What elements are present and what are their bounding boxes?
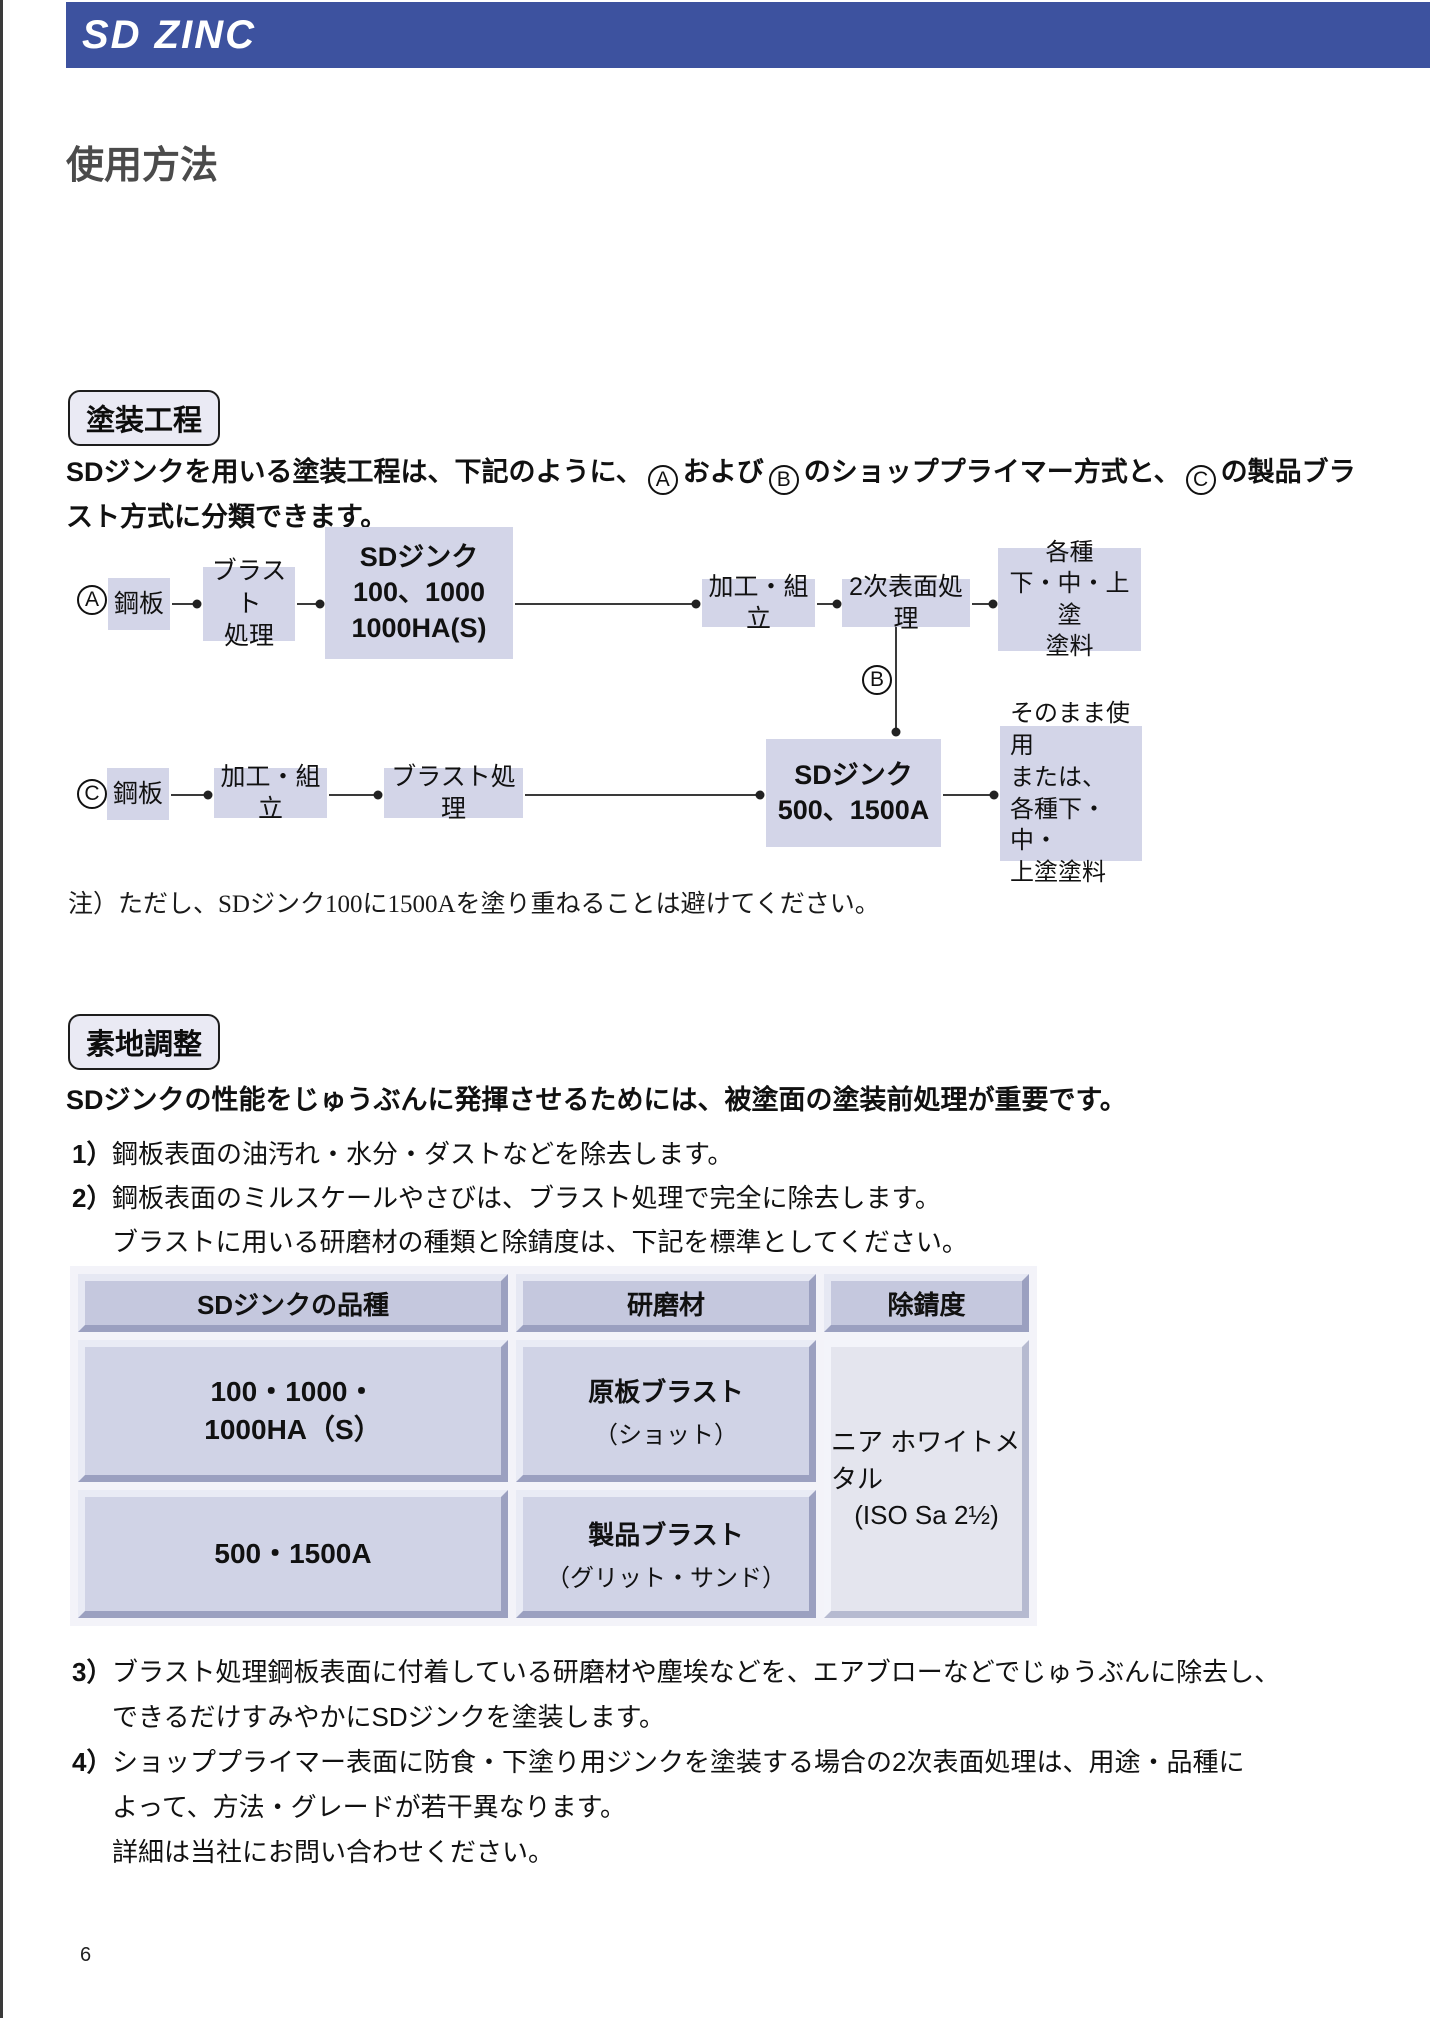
intro-text-1: SDジンクを用いる塗装工程は、下記のように、	[66, 457, 643, 487]
section-label: 素地調整	[86, 1029, 203, 1061]
flow-c-box-sdzinc: SDジンク 500、1500A	[766, 739, 941, 847]
table-cell-abrasive-row1: 原板ブラスト （ショット）	[516, 1340, 816, 1482]
flow-c-box-use-asis: そのまま使用 または、 各種下・中・ 上塗塗料	[1000, 700, 1142, 886]
table-cell-abrasive-row2: 製品ブラスト （グリット・サンド）	[516, 1490, 816, 1618]
flow-a-box-secondary-treatment: 2次表面処理	[842, 573, 970, 633]
surface-prep-lead: SDジンクの性能をじゅうぶんに発揮させるためには、被塗面の塗装前処理が重要です。	[66, 1085, 1127, 1115]
flow-a-box-fabrication: 加工・組立	[702, 573, 815, 633]
page-left-border	[0, 0, 3, 2018]
header-banner: SD ZINC	[66, 2, 1430, 68]
list-item-4-cont2: 詳細は当社にお問い合わせください。	[112, 1837, 555, 1867]
blast-standard-table: SDジンクの品種 研磨材 除錆度 100・1000・ 1000HA（S） 原板ブ…	[70, 1266, 1037, 1626]
brand-logo: SD ZINC	[82, 12, 256, 57]
flow-a-box-sdzinc: SDジンク 100、1000 1000HA(S)	[325, 527, 513, 659]
circled-b-inline: B	[768, 465, 799, 495]
list-item-1: 1） 鋼板表面の油汚れ・水分・ダストなどを除去します。	[72, 1139, 734, 1169]
page-number: 6	[80, 1944, 92, 1966]
table-cell-variety-row2: 500・1500A	[78, 1490, 508, 1618]
flow-a-box-blast: ブラスト 処理	[203, 557, 295, 650]
flow-b-badge: B	[862, 665, 892, 695]
section-label: 塗装工程	[86, 405, 203, 437]
table-header-rust-grade: 除錆度	[824, 1274, 1029, 1332]
intro-text-3: のショッププライマー方式と、	[803, 457, 1181, 487]
intro-text-2: および	[682, 457, 764, 487]
flow-a-badge: A	[77, 585, 107, 615]
flow-a-box-topcoat: 各種 下・中・上塗 塗料	[998, 539, 1141, 660]
flow-c-badge: C	[77, 779, 107, 809]
list-item-2: 2） 鋼板表面のミルスケールやさびは、ブラスト処理で完全に除去します。	[72, 1183, 941, 1213]
flow-c-box-fabrication: 加工・組立	[214, 763, 327, 823]
section-chip-surface-prep: 素地調整	[68, 1014, 221, 1070]
circled-c-inline: C	[1185, 465, 1216, 495]
table-header-abrasive: 研磨材	[516, 1274, 816, 1332]
table-cell-variety-row1: 100・1000・ 1000HA（S）	[78, 1340, 508, 1482]
list-item-4: 4） ショッププライマー表面に防食・下塗り用ジンクを塗装する場合の2次表面処理は…	[72, 1747, 1245, 1777]
list-item-3: 3） ブラスト処理鋼板表面に付着している研磨材や塵埃などを、エアブローなどでじゅ…	[72, 1657, 1281, 1687]
table-header-variety: SDジンクの品種	[78, 1274, 508, 1332]
page-title: 使用方法	[66, 145, 219, 187]
circled-a-inline: A	[647, 465, 678, 495]
flow-c-box-blast: ブラスト処理	[384, 763, 523, 823]
section-chip-painting-process: 塗装工程	[68, 390, 221, 446]
flow-a-box-steel: 鋼板	[108, 578, 170, 630]
flow-c-box-steel: 鋼板	[107, 768, 169, 820]
table-cell-rust-grade: ニア ホワイトメタル (ISO Sa 2½)	[824, 1340, 1029, 1618]
list-item-4-cont: よって、方法・グレードが若干異なります。	[112, 1792, 627, 1822]
process-note: 注）ただし、SDジンク100に1500Aを塗り重ねることは避けてください。	[68, 891, 880, 918]
list-item-2-cont: ブラストに用いる研磨材の種類と除錆度は、下記を標準としてください。	[112, 1227, 968, 1257]
list-item-3-cont: できるだけすみやかにSDジンクを塗装します。	[112, 1702, 665, 1732]
